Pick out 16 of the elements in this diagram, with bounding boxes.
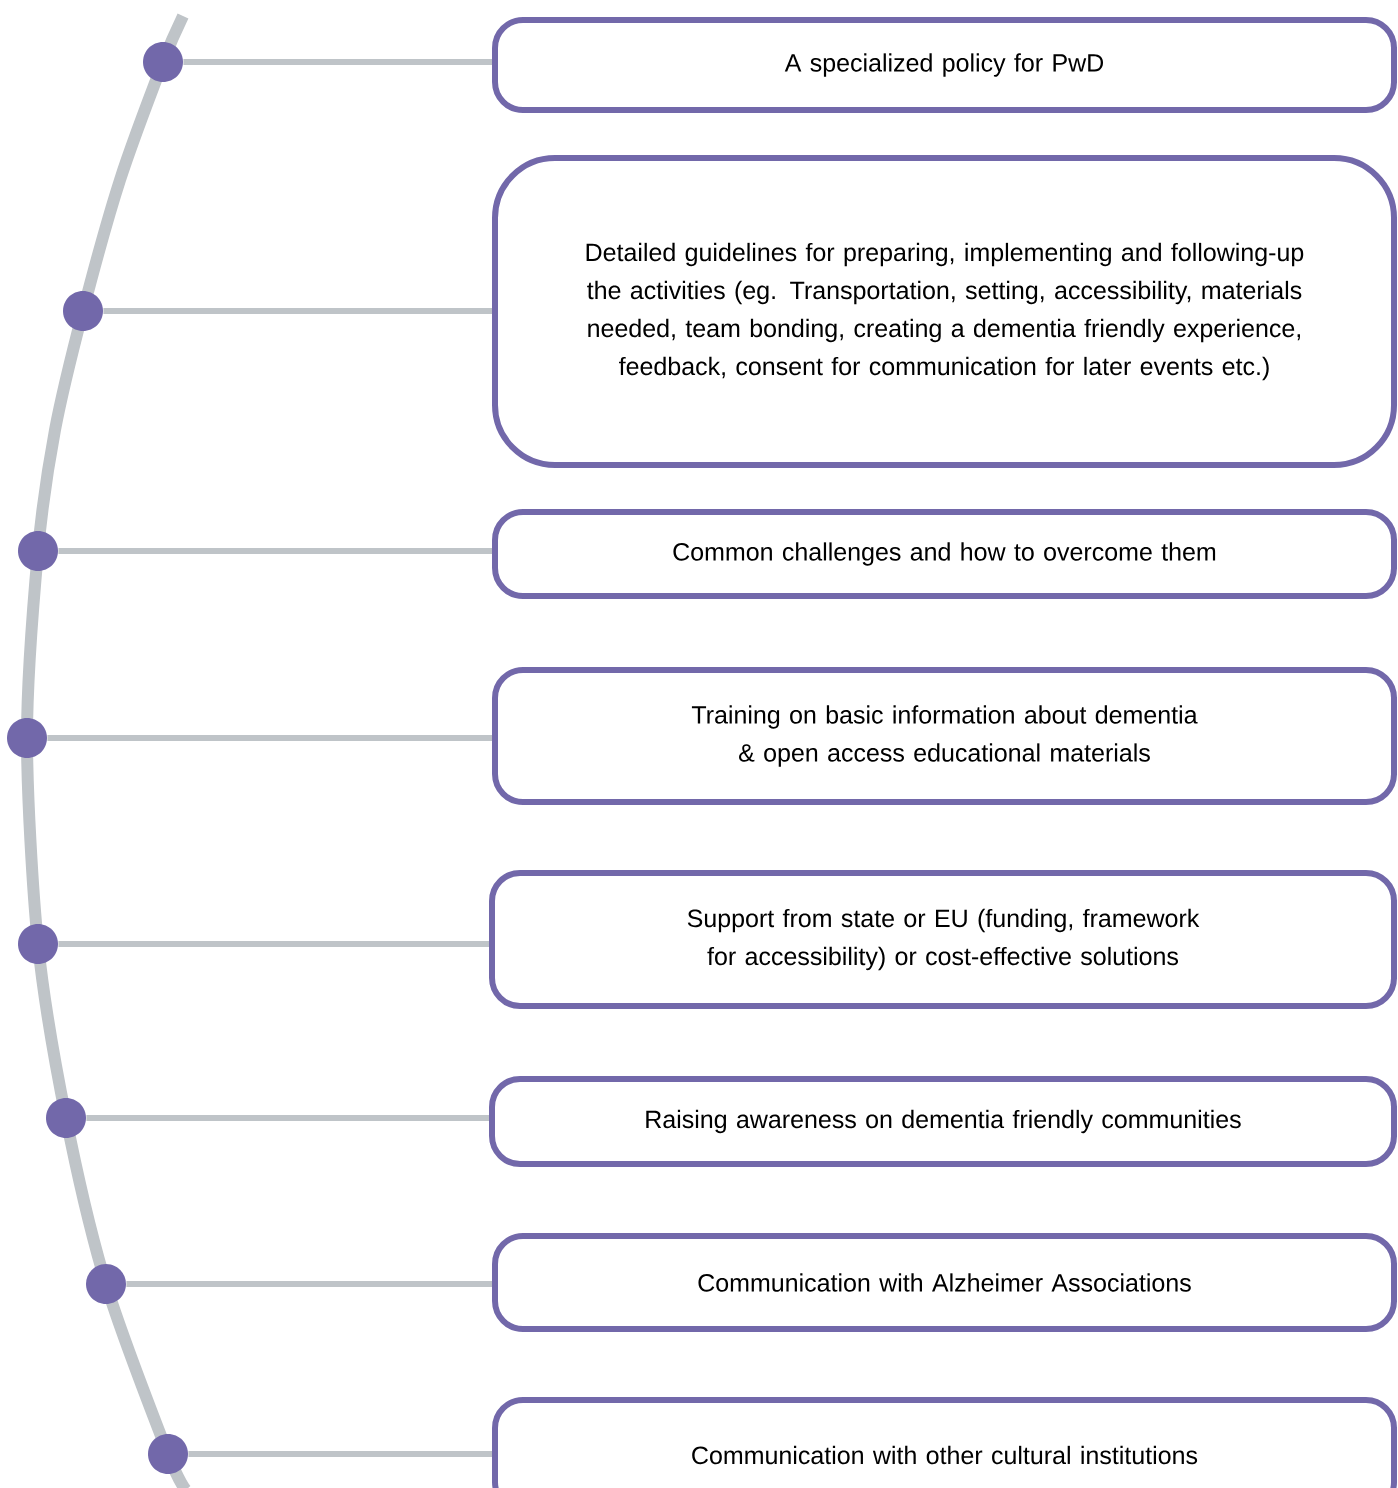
- timeline-dot: [148, 1434, 188, 1474]
- text-box: Training on basic information about dementia & open access educational materials: [492, 667, 1397, 805]
- timeline-dot: [7, 718, 47, 758]
- text-box: A specialized policy for PwD: [492, 17, 1397, 113]
- text-box: Support from state or EU (funding, framework for accessibility) or cost-effective solutions: [489, 870, 1397, 1009]
- timeline-dot: [18, 924, 58, 964]
- text-box: Detailed guidelines for preparing, implementing and following-up the activities (eg. Transportation, setting, accessibility, materials needed, team bonding, creating a dementia friendly experience, feedback, consent for communication for later events etc.): [492, 155, 1397, 468]
- timeline-dot: [143, 42, 183, 82]
- timeline-dot: [86, 1264, 126, 1304]
- text-box: Communication with Alzheimer Associations: [492, 1233, 1397, 1332]
- timeline-dot: [46, 1098, 86, 1138]
- text-box: Common challenges and how to overcome them: [492, 509, 1397, 599]
- text-box: Communication with other cultural institutions: [492, 1397, 1397, 1488]
- timeline-dot: [18, 531, 58, 571]
- timeline-dot: [63, 291, 103, 331]
- text-box: Raising awareness on dementia friendly communities: [489, 1076, 1397, 1167]
